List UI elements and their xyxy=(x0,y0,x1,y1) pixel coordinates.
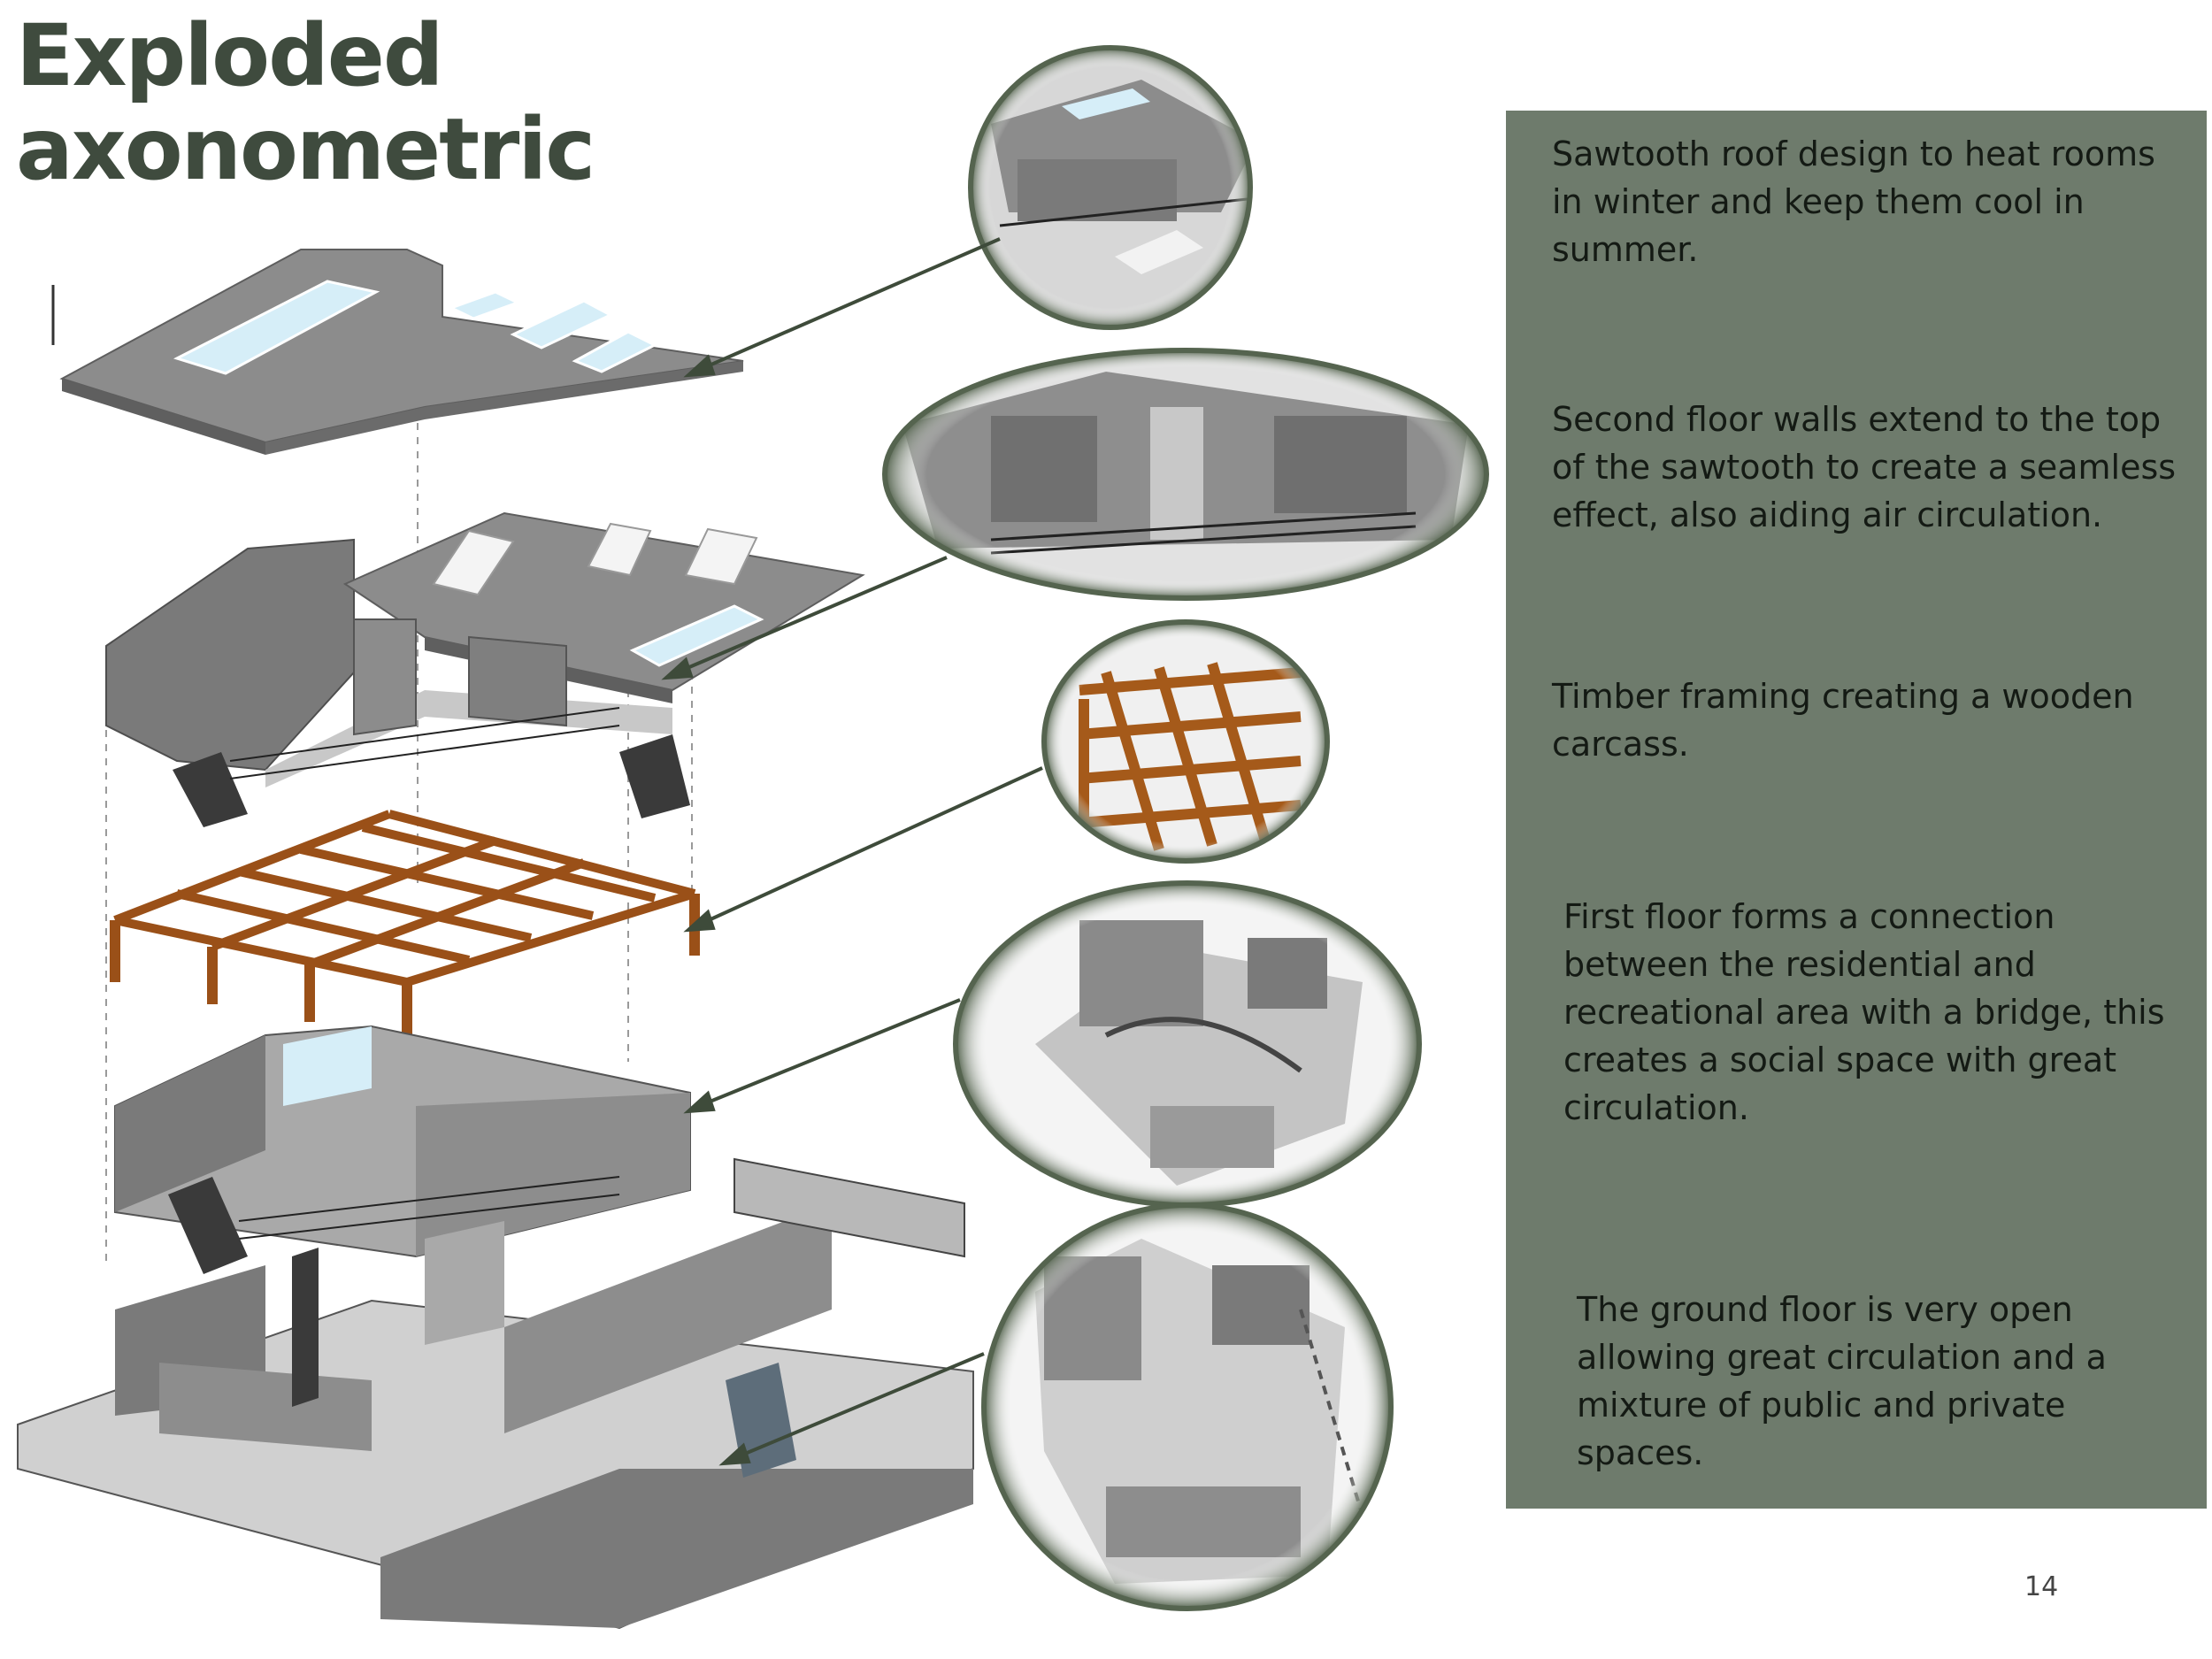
ground-floor-layer xyxy=(17,1157,974,1630)
second-floor-detail-view xyxy=(882,348,1489,601)
leader-lines xyxy=(661,237,1043,1466)
roof-note: Sawtooth roof design to heat rooms in wi… xyxy=(1552,134,2155,269)
roof-layer xyxy=(51,249,744,455)
page-number: 14 xyxy=(2024,1571,2059,1602)
page-title: Exploded axonometric xyxy=(16,6,595,199)
notes-panel: Sawtooth roof design to heat rooms in wi… xyxy=(1506,111,2207,1509)
timber-frame-detail-view xyxy=(1041,619,1330,864)
title-line-1: Exploded xyxy=(16,6,444,105)
roof-detail-view xyxy=(968,45,1253,330)
timber-frame-layer xyxy=(110,810,700,1044)
timber-frame-note: Timber framing creating a wooden carcass… xyxy=(1552,677,2134,764)
ground-floor-detail-view xyxy=(981,1202,1394,1611)
first-floor-note: First floor forms a connection between t… xyxy=(1563,897,2165,1127)
ground-floor-note: The ground floor is very open allowing g… xyxy=(1577,1290,2107,1472)
title-line-2: axonometric xyxy=(16,100,595,199)
second-floor-layer xyxy=(105,511,865,827)
first-floor-layer xyxy=(114,1025,691,1274)
first-floor-detail-view xyxy=(953,880,1422,1208)
second-floor-note: Second floor walls extend to the top of … xyxy=(1552,400,2177,534)
